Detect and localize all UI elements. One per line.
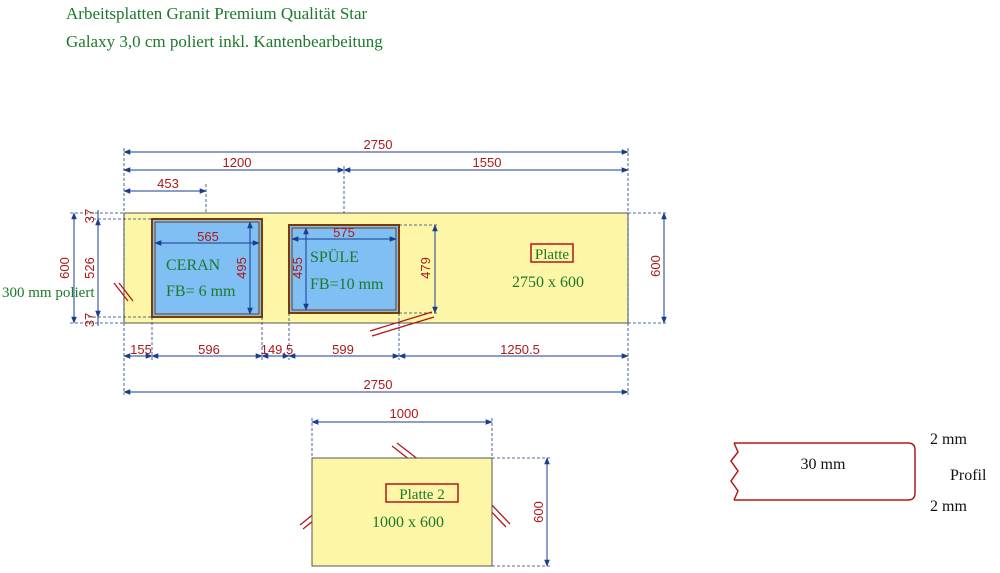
- title-line-2: Galaxy 3,0 cm poliert inkl. Kantenbearbe…: [66, 32, 383, 51]
- platte-name: Platte: [535, 247, 570, 263]
- dim-top-right: 1550: [473, 155, 502, 170]
- dim-bottom-seg1: 155: [130, 342, 152, 357]
- ceran-name: CERAN: [166, 257, 221, 274]
- edge-polish-note: 300 mm poliert: [2, 285, 95, 301]
- spuele-fb: FB=10 mm: [310, 276, 384, 293]
- dim-left-inner: 526: [82, 257, 97, 279]
- spuele-cutout-inner: [291, 227, 397, 311]
- platte-label-box: [530, 243, 574, 263]
- profile-top-radius: 2 mm: [930, 431, 967, 448]
- platte-size: 2750 x 600: [512, 274, 584, 291]
- dim-bottom-seg4: 599: [332, 342, 354, 357]
- dim-platte2-width: 1000: [390, 406, 419, 421]
- platte2-label-box: [385, 483, 459, 503]
- dim-spuele-width: 575: [333, 225, 355, 240]
- dim-left-bottom-margin: 37: [82, 313, 97, 327]
- edge-profile-break: [730, 442, 739, 501]
- dim-bottom-overall: 2750: [364, 377, 393, 392]
- dim-platte2-height: 600: [531, 501, 546, 523]
- dim-ceran-offset: 453: [157, 176, 179, 191]
- edge-profile-outline: [734, 442, 916, 501]
- ceran-cutout-inner: [154, 221, 260, 315]
- dim-bottom-seg2: 596: [198, 342, 220, 357]
- dim-ceran-height: 495: [234, 257, 249, 279]
- dim-left-overall: 600: [57, 257, 72, 279]
- dim-left-top-margin: 37: [82, 209, 97, 223]
- platte2-size: 1000 x 600: [372, 514, 444, 531]
- profile-thickness: 30 mm: [801, 456, 846, 473]
- dim-ceran-width: 565: [197, 229, 219, 244]
- ceran-cutout-frame: [151, 218, 263, 318]
- dimension-lines: [71, 149, 667, 567]
- dim-bottom-seg3: 149.5: [261, 342, 294, 357]
- profile-label: Profil: [950, 467, 987, 484]
- dim-spuele-inner-height: 455: [290, 257, 305, 279]
- dim-top-overall: 2750: [364, 137, 393, 152]
- platte2-slab: [311, 457, 493, 567]
- title-line-1: Arbeitsplatten Granit Premium Qualität S…: [66, 4, 368, 23]
- dim-top-left: 1200: [223, 155, 252, 170]
- dim-spuele-outer-height: 479: [418, 257, 433, 279]
- ceran-fb: FB= 6 mm: [166, 283, 236, 300]
- dim-bottom-seg5: 1250.5: [500, 342, 540, 357]
- dim-right-height: 600: [648, 255, 663, 277]
- profile-bottom-radius: 2 mm: [930, 498, 967, 515]
- platte2-name: Platte 2: [399, 487, 444, 503]
- spuele-name: SPÜLE: [310, 248, 359, 266]
